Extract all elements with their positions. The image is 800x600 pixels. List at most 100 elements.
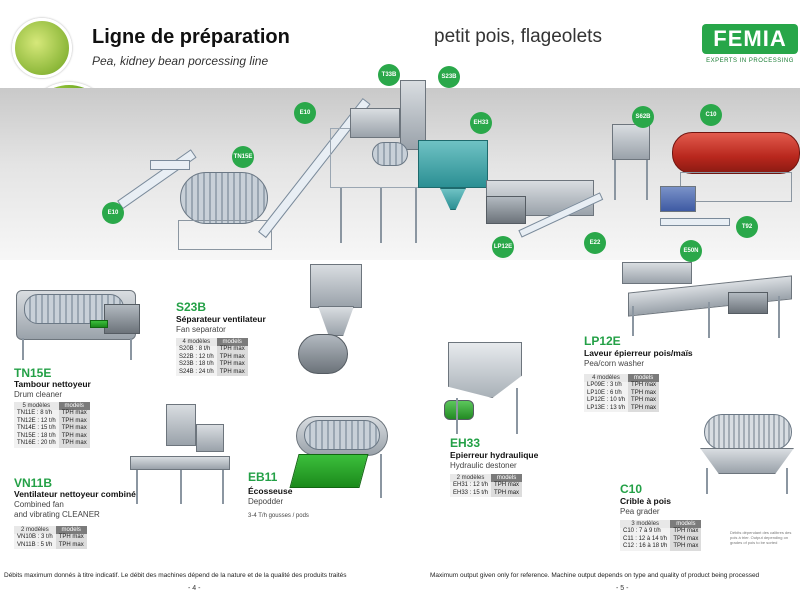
- tn15e-code: TN15E: [14, 366, 52, 380]
- model-name: TN15E :: [17, 432, 40, 439]
- model-output: 20 t/h: [40, 440, 56, 446]
- model-name: S24B :: [179, 368, 198, 375]
- vn11b-machine-image: [126, 400, 236, 510]
- page-title: Ligne de préparation: [92, 26, 290, 48]
- tn15e-name: Tambour nettoyeur: [14, 379, 91, 389]
- model-unit: TPH max: [628, 389, 660, 397]
- model-name: C12 :: [623, 543, 638, 549]
- eb11-capacity: 3-4 T/h gousses / pods: [248, 513, 309, 519]
- model-output: 15 t/h: [40, 425, 56, 431]
- logo-tagline: EXPERTS IN PROCESSING: [706, 58, 794, 64]
- table-row: S20B : 8 t/h TPH max: [176, 346, 248, 354]
- model-name: LP13E :: [587, 404, 609, 411]
- model-name: TN12E :: [17, 417, 40, 424]
- model-unit: TPH max: [55, 534, 87, 542]
- table-row: LP09E : 3 t/h TPH max: [584, 382, 660, 390]
- spec-header-count: 3 modèles: [620, 520, 671, 528]
- tag-s62b: S62B: [632, 106, 654, 128]
- model-output: 10 t/h: [610, 397, 626, 403]
- logo-text: FEMIA: [702, 24, 798, 54]
- spec-header-count: 2 modèles: [450, 474, 492, 482]
- tag-s23b: S23B: [438, 66, 460, 88]
- model-unit: TPH max: [628, 382, 660, 390]
- model-output: 8 t/h: [198, 346, 211, 352]
- model-unit: TPH max: [58, 425, 90, 433]
- model-unit: TPH max: [491, 482, 523, 490]
- model-name: C11 :: [623, 535, 637, 542]
- model-unit: TPH max: [216, 361, 248, 369]
- model-output: 12 t/h: [40, 417, 56, 424]
- eh33-name-en: Hydraulic destoner: [450, 461, 517, 470]
- model-name: LP10E :: [587, 389, 609, 396]
- s23b-machine-image: [292, 262, 370, 382]
- model-output: 12 t/h: [473, 482, 489, 488]
- vn11b-code: VN11B: [14, 476, 53, 490]
- tag-e22: E22: [584, 232, 606, 254]
- lp12e-machine-image: [618, 256, 796, 344]
- model-unit: TPH max: [670, 543, 702, 551]
- model-unit: TPH max: [670, 535, 702, 543]
- tag-lp12e: LP12E: [492, 236, 514, 258]
- lp12e-name: Laveur épierreur pois/maïs: [584, 348, 693, 358]
- model-name: LP09E :: [587, 382, 609, 388]
- model-output: 12 t/h: [198, 353, 214, 360]
- spec-header-models: models: [628, 374, 660, 382]
- model-name: TN11E :: [17, 410, 39, 416]
- model-name: TN14E :: [17, 425, 40, 431]
- model-output: 6 t/h: [610, 389, 622, 396]
- tag-c10: C10: [700, 104, 722, 126]
- processing-line-illustration: [0, 0, 800, 270]
- model-name: S22B :: [179, 353, 198, 360]
- eb11-name: Écosseuse: [248, 486, 293, 496]
- tag-e50n: E50N: [680, 240, 702, 262]
- model-output: 7 à 9 t/h: [639, 528, 661, 534]
- s23b-name-en: Fan separator: [176, 325, 226, 334]
- model-unit: TPH max: [216, 368, 248, 376]
- c10-code: C10: [620, 482, 643, 496]
- model-name: S20B :: [179, 346, 198, 352]
- model-unit: TPH max: [58, 410, 90, 418]
- model-unit: TPH max: [628, 404, 660, 412]
- vn11b-name-en-2: and vibrating CLEANER: [14, 510, 100, 519]
- footer-disclaimer-en: Maximum output given only for reference.…: [430, 572, 760, 579]
- lp12e-code: LP12E: [584, 334, 621, 348]
- spec-header-count: 4 modèles: [584, 374, 629, 382]
- model-unit: TPH max: [58, 432, 90, 440]
- model-output: 16 à 18 t/h: [639, 543, 668, 549]
- tag-tn15e: TN15E: [232, 146, 254, 168]
- model-name: C10 :: [623, 528, 638, 534]
- footer-disclaimer-fr: Débits maximum donnés à titre indicatif.…: [4, 572, 347, 579]
- model-output: 3 t/h: [610, 382, 622, 388]
- model-unit: TPH max: [628, 397, 660, 405]
- model-unit: TPH max: [216, 346, 248, 354]
- c10-name: Crible à pois: [620, 496, 672, 506]
- table-row: LP10E : 6 t/h TPH max: [584, 389, 660, 397]
- eh33-code: EH33: [450, 436, 481, 450]
- page-number-left: - 4 -: [188, 585, 201, 592]
- model-output: 3 t/h: [41, 534, 53, 540]
- model-unit: TPH max: [55, 541, 87, 549]
- eh33-machine-image: [436, 338, 540, 438]
- tag-eh33: EH33: [470, 112, 492, 134]
- model-name: EH31 :: [453, 482, 472, 488]
- lp12e-name-en: Pea/corn washer: [584, 359, 645, 368]
- page-number-right: - 5 -: [616, 585, 629, 592]
- tn15e-machine-image: [14, 280, 142, 364]
